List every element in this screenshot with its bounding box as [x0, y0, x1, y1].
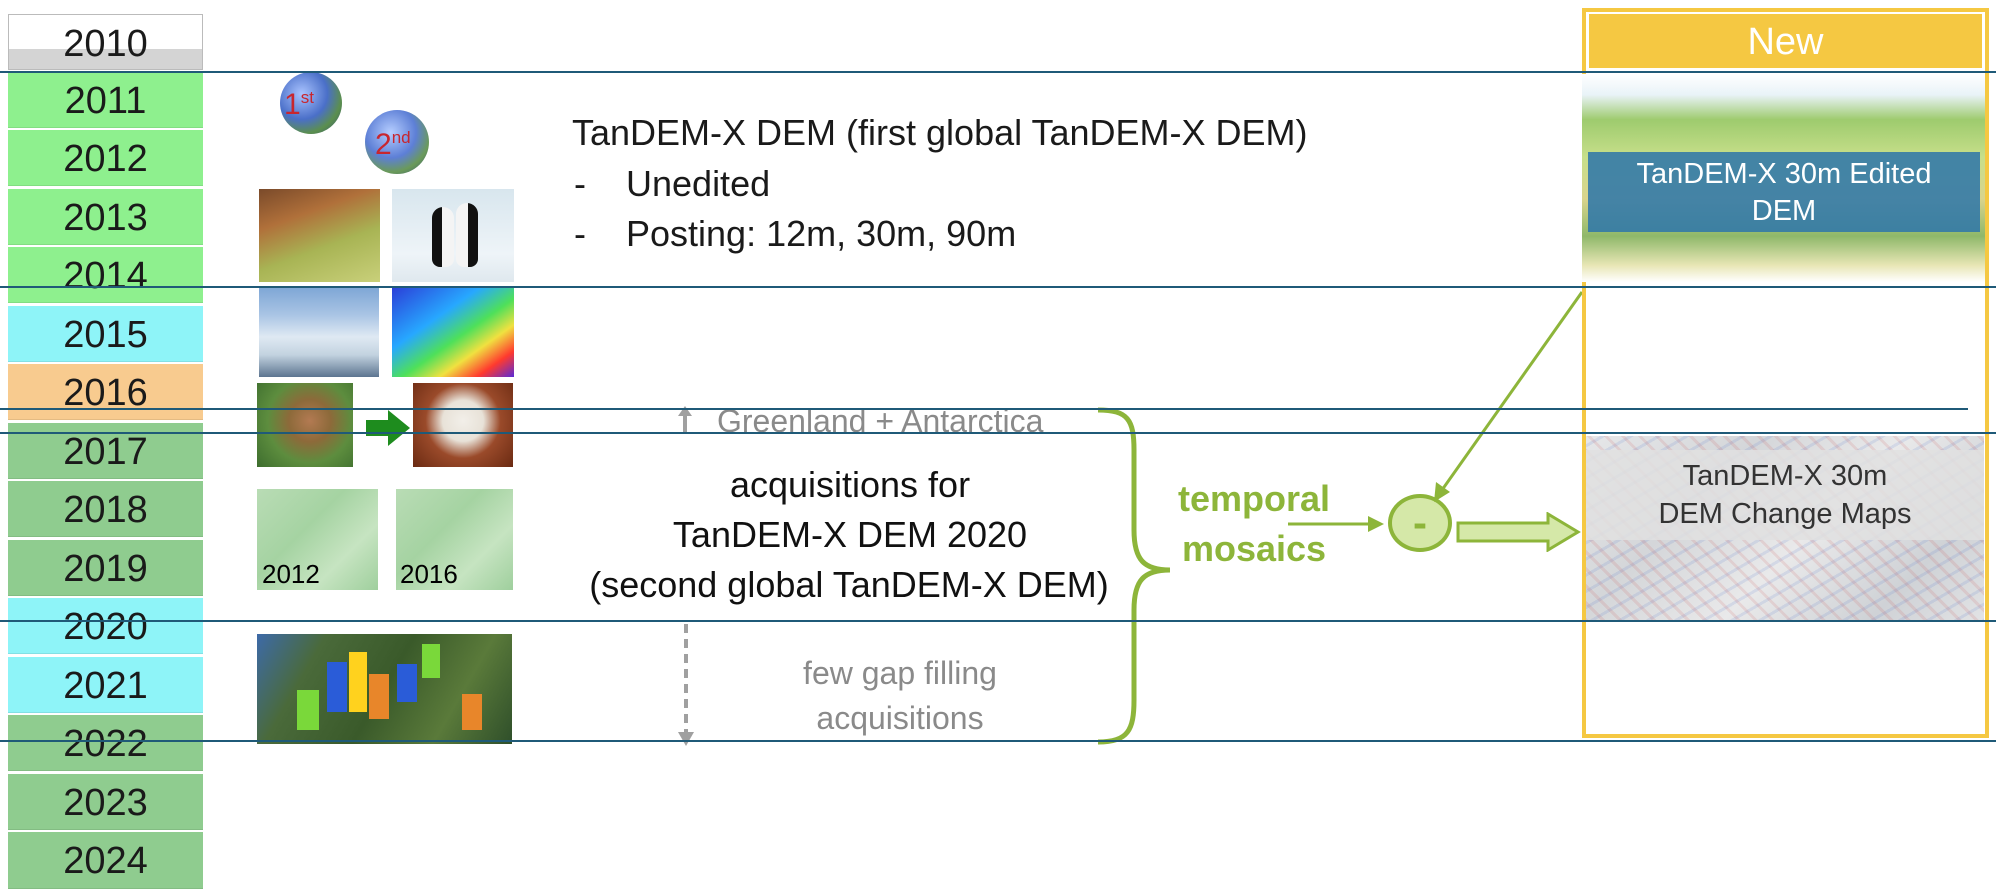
year-cell: 2012: [8, 130, 203, 186]
change-maps-label-box: TanDEM-X 30m DEM Change Maps: [1586, 450, 1984, 540]
globe-ordinal: nd: [391, 128, 411, 147]
year-label: 2012: [63, 138, 148, 180]
year-cell: 2021: [8, 657, 203, 713]
timeline-divider: [0, 286, 1996, 288]
year-label: 2020: [63, 606, 148, 648]
gap-filling-line1: few gap filling: [803, 655, 997, 691]
temporal-mosaics-line2: mosaics: [1181, 528, 1327, 569]
difference-minus-icon: -: [1388, 494, 1452, 552]
year-label: 2018: [63, 489, 148, 531]
year-cell: 2015: [8, 306, 203, 362]
volcano-dem-thumbnail: [257, 383, 353, 467]
year-cell: 2011: [8, 72, 203, 128]
block-arrow-to-change-maps-icon: [1456, 511, 1582, 557]
new-panel-title: New: [1747, 21, 1824, 63]
thumbnail-year-label: 2012: [262, 559, 320, 589]
globe-icon-first: 1st: [280, 72, 342, 134]
dem1-bullet-posting: Posting: 12m, 30m, 90m: [626, 213, 1017, 254]
year-label: 2024: [63, 840, 148, 882]
hillshade-2012-thumbnail: 2012: [257, 489, 378, 590]
acquisitions-line1: acquisitions for: [729, 464, 971, 505]
year-cell: 2010: [8, 14, 203, 70]
curly-brace: [1094, 406, 1174, 751]
year-label: 2010: [63, 23, 148, 65]
edited-dem-line1: TanDEM-X 30m Edited: [1636, 158, 1932, 190]
gap-filling-line2: acquisitions: [816, 700, 984, 736]
change-maps-line1: TanDEM-X 30m: [1682, 460, 1888, 492]
year-cell: 2024: [8, 832, 203, 889]
globe-ordinal: st: [300, 88, 314, 107]
timeline-divider: [0, 620, 1996, 622]
year-label: 2014: [63, 255, 148, 297]
diagonal-arrow-icon: [1430, 290, 1586, 509]
arrow-to-difference-icon: [1288, 514, 1384, 539]
dem1-bullet-dash: -: [574, 213, 586, 254]
year-cell: 2016: [8, 364, 203, 420]
minus-symbol: -: [1413, 499, 1427, 546]
year-label: 2023: [63, 782, 148, 824]
new-products-panel: [1582, 8, 1989, 738]
year-cell: 2014: [8, 247, 203, 303]
year-cell: 2018: [8, 481, 203, 537]
temporal-mosaics-line1: temporal: [1177, 478, 1331, 519]
year-label: 2013: [63, 197, 148, 239]
year-label: 2015: [63, 314, 148, 356]
acquisitions-line3: (second global TanDEM-X DEM): [589, 564, 1109, 605]
globe-icon-second: 2nd: [365, 110, 429, 174]
dem1-bullet-dash: -: [574, 163, 586, 204]
year-cell: 2013: [8, 189, 203, 245]
year-label: 2016: [63, 372, 148, 414]
glacier-thumbnail: [259, 288, 379, 377]
year-label: 2011: [64, 80, 147, 122]
timeline-divider: [0, 432, 1996, 434]
dashed-down-arrow-icon: [678, 624, 694, 751]
new-panel-header: New: [1589, 14, 1982, 68]
year-label: 2019: [63, 548, 148, 590]
timeline-divider: [0, 408, 1968, 410]
penguins-thumbnail: [392, 189, 514, 282]
timeline-divider: [0, 740, 1996, 742]
dem1-bullet-unedited: Unedited: [626, 163, 771, 204]
year-cell: 2019: [8, 540, 203, 596]
edited-dem-line2: DEM: [1751, 195, 1817, 227]
acquisitions-line2: TanDEM-X DEM 2020: [672, 514, 1028, 555]
hillshade-2016-thumbnail: 2016: [396, 489, 513, 590]
up-arrow-icon: [678, 406, 692, 437]
year-label: 2022: [63, 723, 148, 765]
edited-dem-label-box: TanDEM-X 30m Edited DEM: [1588, 152, 1980, 232]
year-cell: 2022: [8, 715, 203, 771]
terrain-thumbnail: [259, 189, 380, 282]
dem1-title: TanDEM-X DEM (first global TanDEM-X DEM): [572, 112, 1308, 153]
year-cell: 2020: [8, 598, 203, 654]
year-label: 2021: [63, 665, 148, 707]
volcano-crater-thumbnail: [413, 383, 513, 467]
year-cell: 2023: [8, 774, 203, 830]
globe-number: 2: [375, 128, 392, 161]
velocity-map-thumbnail: [392, 288, 514, 377]
change-maps-line2: DEM Change Maps: [1658, 498, 1912, 530]
year-label: 2017: [63, 431, 148, 473]
thumbnail-year-label: 2016: [400, 559, 458, 589]
globe-number: 1: [284, 88, 301, 121]
coverage-map-thumbnail: [257, 634, 512, 744]
timeline-divider: [0, 71, 1996, 73]
